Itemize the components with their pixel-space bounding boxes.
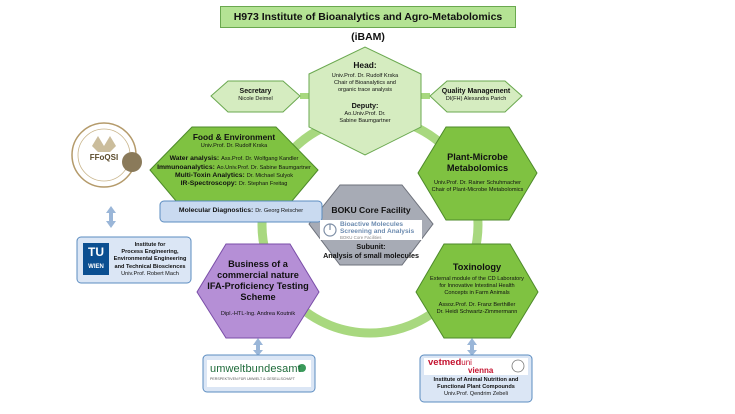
- tu-line-2: Process Engineering,: [121, 249, 179, 256]
- business-text: Business of a commercial nature IFA-Prof…: [197, 259, 319, 318]
- vetmed-seal-icon: [511, 359, 525, 373]
- food-row-multitoxin: Multi-Toxin Analytics: Dr. Michael Sulyo…: [174, 172, 294, 180]
- head-name: Univ.Prof. Dr. Rudolf Krska: [331, 73, 399, 79]
- ffoqsi-fox-icon: [92, 136, 116, 152]
- deputy-line-1: Ao.Univ.Prof. Dr.: [344, 110, 386, 117]
- core-logo-bg: [320, 220, 422, 240]
- business-title-3: IFA-Proficiency Testing: [207, 281, 309, 291]
- toxinology-line-1: External module of the CD Laboratory: [430, 276, 524, 282]
- tu-logo-bottom: WIEN: [88, 264, 104, 270]
- tu-line-5: Univ.Prof. Robert Mach: [121, 270, 179, 277]
- arrow-umwelt-shaft: [256, 345, 260, 351]
- toxinology-line-3: Concepts in Farm Animals: [444, 290, 510, 297]
- toxinology-text: Toxinology External module of the CD Lab…: [416, 262, 538, 316]
- vetmed-logo: vetmeduni: [428, 357, 472, 368]
- food-title: Food & Environment: [192, 132, 276, 142]
- umwelt-logo-sub: PERSPEKTIVEN FÜR UMWELT & GESELLSCHAFT: [210, 377, 295, 381]
- arrow-vetmed-shaft: [470, 345, 474, 351]
- business-title-1: Business of a: [228, 259, 288, 269]
- food-row-ir: IR-Spectroscopy: Dr. Stephan Freitag: [180, 180, 288, 188]
- arrow-tu-down: [106, 221, 116, 228]
- food-row-immuno: Immunoanalytics: Ao.Univ.Prof. Dr. Sabin…: [157, 163, 311, 171]
- core-subunit: Subunit: Analysis of small molecules: [309, 242, 433, 260]
- secretary-hexagon: [210, 80, 301, 113]
- plant-line-2: Chair of Plant-Microbe Metabolomics: [431, 187, 524, 194]
- core-subunit-title: Subunit:: [356, 242, 386, 251]
- vetmed-logo-bg: [424, 358, 528, 375]
- arrow-vetmed-up: [467, 338, 477, 345]
- tu-logo-top: TU: [88, 245, 104, 259]
- business-title-4: Scheme: [240, 292, 276, 302]
- ffoqsi-logo: FFoQSI: [89, 153, 119, 162]
- business-person: Dipl.-HTL-Ing. Andrea Koutnik: [220, 311, 296, 317]
- core-logo-3: BOKU Core Facilities: [340, 235, 382, 240]
- core-logo-text: Bioactive Molecules Screening and Analys…: [340, 221, 422, 240]
- core-subunit-desc: Analysis of small molecules: [323, 250, 419, 260]
- core-logo-2: Screening and Analysis: [340, 228, 415, 235]
- food-text: Food & Environment Univ.Prof. Dr. Rudolf…: [150, 132, 318, 189]
- quality-name: DI(FH) Alexandra Parich: [445, 96, 507, 102]
- plant-title-1: Plant-Microbe: [447, 152, 508, 162]
- arrow-ffoqsi-up: [106, 206, 116, 213]
- head-hexagon: [308, 46, 422, 156]
- business-title-2: commercial nature: [217, 270, 299, 280]
- molecular-diagnostics: Molecular Diagnostics: Dr. Georg Reische…: [178, 207, 304, 214]
- tu-text: Institute for Process Engineering, Envir…: [110, 242, 190, 278]
- tu-line-3: Environmental Engineering: [113, 256, 187, 263]
- toxinology-line-2: for Innovative Intestinal Health: [439, 283, 515, 290]
- toxinology-hexagon: [415, 243, 539, 339]
- link-arrows: [106, 206, 477, 356]
- head-role-2: organic trace analysis: [337, 87, 393, 94]
- core-logo-1: Bioactive Molecules: [340, 221, 404, 228]
- food-row-water: Water analysis: Ass.Prof. Dr. Wolfgang K…: [169, 155, 299, 163]
- arrow-ffoqsi-shaft: [109, 213, 113, 221]
- tu-line-1: Institute for: [134, 242, 166, 248]
- plant-microbe-hexagon: [417, 126, 538, 221]
- umwelt-logo: umweltbundesamt: [210, 363, 301, 375]
- plant-text: Plant-Microbe Metabolomics Univ.Prof. Dr…: [418, 152, 537, 194]
- arrow-vetmed-down: [467, 350, 477, 356]
- quality-hexagon: [429, 80, 523, 113]
- quality-title: Quality Management: [441, 88, 511, 95]
- secretary-text: Secretary Nicole Deimel: [211, 87, 300, 103]
- business-hexagon: [196, 243, 320, 339]
- toxinology-title: Toxinology: [452, 262, 502, 272]
- core-title: BOKU Core Facility: [331, 205, 411, 215]
- food-head: Univ.Prof. Dr. Rudolf Krska: [200, 143, 268, 149]
- toxinology-line-5: Dr. Heidi Schwartz-Zimmermann: [436, 308, 518, 315]
- secretary-title: Secretary: [239, 88, 272, 95]
- head-text: Head: Univ.Prof. Dr. Rudolf Krska Chair …: [309, 60, 421, 125]
- tu-logo: [83, 243, 109, 275]
- arrow-umwelt-down: [253, 350, 263, 356]
- umwelt-logo-bg: [207, 360, 311, 387]
- vetmed-line-2: Functional Plant Compounds: [437, 384, 515, 391]
- plant-title-2: Metabolomics: [446, 163, 509, 173]
- molecular-diagnostics-box: [159, 200, 323, 223]
- ffoqsi-medal-icon: [122, 152, 142, 172]
- secretary-name: Nicole Deimel: [238, 96, 273, 102]
- tu-line-4: and Technical Biosciences: [114, 263, 186, 270]
- vetmed-line-3: Univ.Prof. Qendrim Zebeli: [444, 391, 508, 398]
- toxinology-line-4: Assoz.Prof. Dr. Franz Berthiller: [438, 301, 516, 308]
- vetmed-logo-vienna: vienna: [468, 366, 494, 375]
- deputy-title: Deputy:: [351, 100, 379, 110]
- vetmed-text: Institute of Animal Nutrition and Functi…: [420, 377, 532, 399]
- plant-line-1: Univ.Prof. Dr. Rainer Schuhmacher: [434, 180, 521, 186]
- deputy-line-2: Sabine Baumgartner: [339, 117, 391, 124]
- page-title: H973 Institute of Bioanalytics and Agro-…: [220, 6, 516, 43]
- head-title: Head:: [353, 60, 377, 70]
- arrow-umwelt-up: [253, 338, 263, 345]
- quality-text: Quality Management DI(FH) Alexandra Pari…: [430, 87, 522, 103]
- vetmed-line-1: Institute of Animal Nutrition and: [433, 377, 519, 383]
- head-role-1: Chair of Bioanalytics and: [334, 80, 396, 87]
- umwelt-logo-dot-icon: [298, 364, 306, 372]
